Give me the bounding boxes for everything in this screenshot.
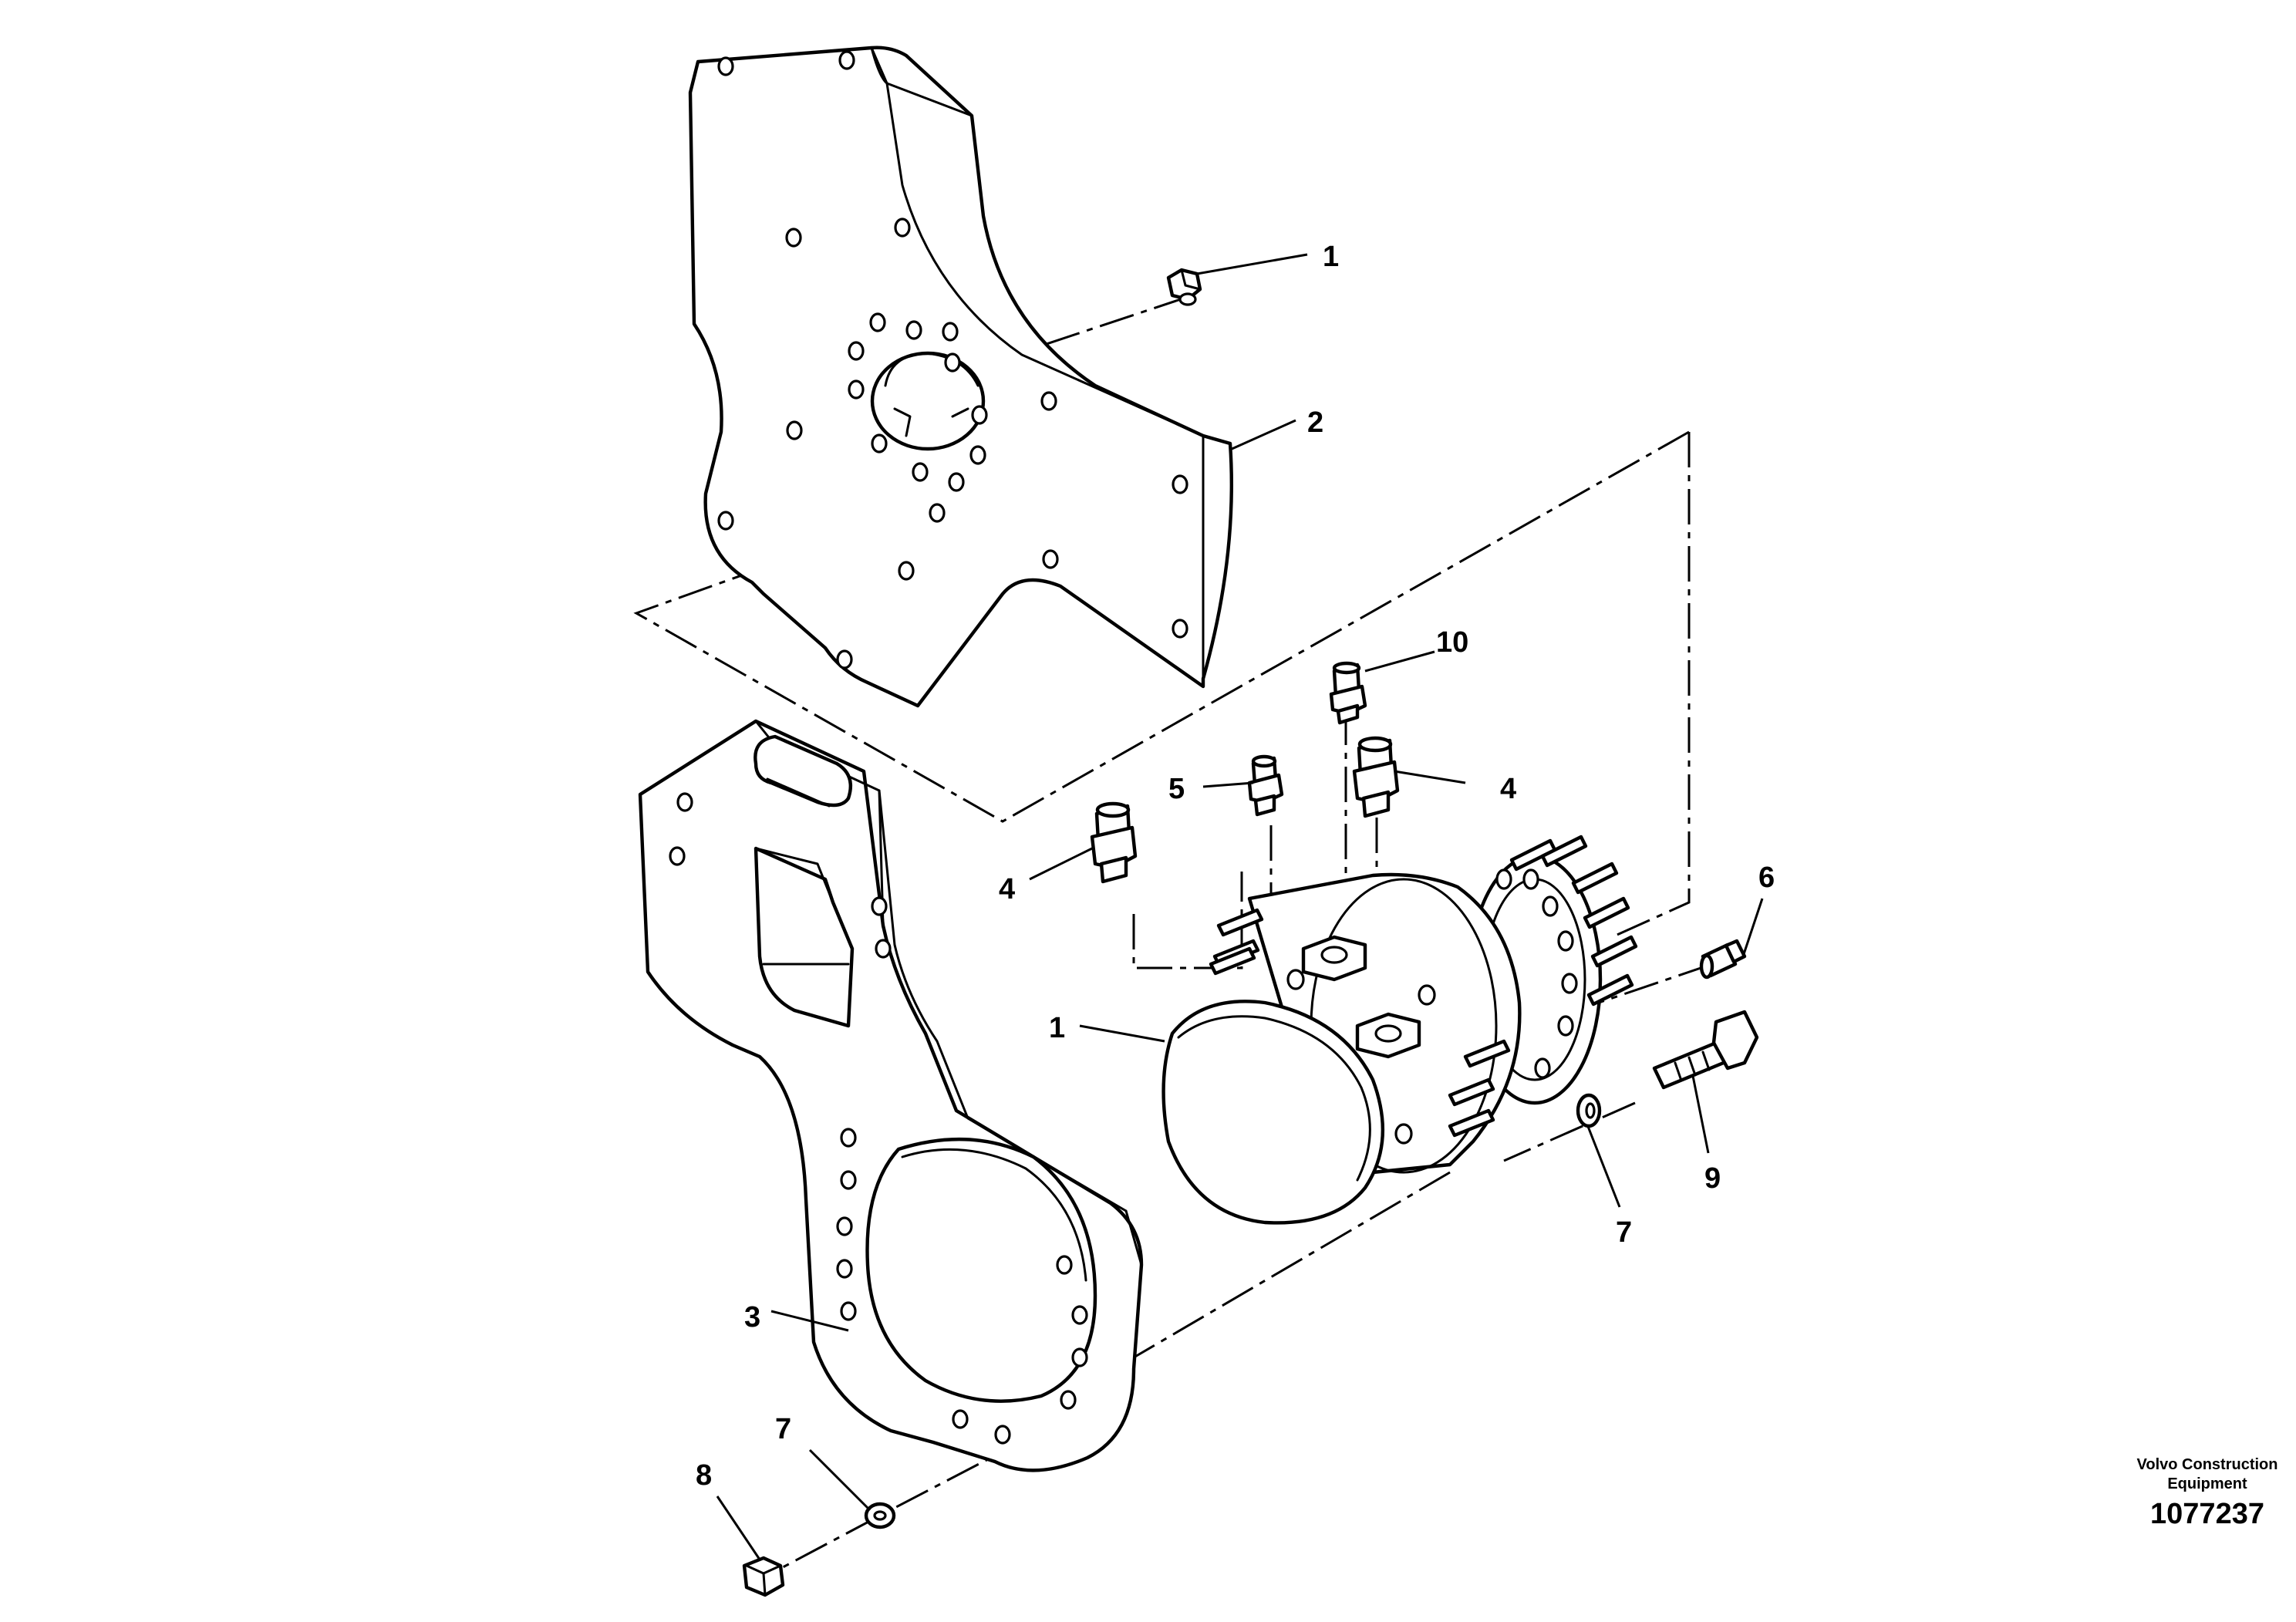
alignment-lines — [633, 295, 1713, 1575]
part-3-bracket — [638, 719, 1144, 1472]
part-9-bolt — [1652, 1010, 1759, 1090]
callout-10: 10 — [1436, 626, 1468, 659]
part-4-fitting-left — [1090, 801, 1138, 884]
callout-4-right: 4 — [1500, 773, 1516, 805]
callout-7-right: 7 — [1616, 1216, 1632, 1249]
part-7-washer-right — [1576, 1093, 1602, 1128]
brand-line-2: Equipment — [2167, 1475, 2247, 1492]
part-1-motor — [1161, 835, 1638, 1225]
callout-7-bottom: 7 — [775, 1413, 791, 1445]
part-4-fitting-right — [1352, 736, 1400, 818]
brand-line-1: Volvo Construction — [2137, 1456, 2278, 1473]
part-8-nut — [742, 1556, 785, 1597]
callout-5: 5 — [1168, 773, 1185, 805]
callout-1-motor: 1 — [1049, 1012, 1065, 1044]
callout-1-top: 1 — [1323, 241, 1339, 273]
callout-9: 9 — [1704, 1162, 1721, 1195]
part-5-fitting — [1247, 754, 1284, 817]
part-2-plate — [688, 46, 1234, 708]
callout-4-left: 4 — [999, 873, 1015, 905]
callout-8: 8 — [696, 1459, 712, 1492]
footer-brand: Volvo Construction Equipment 1077237 — [2137, 1456, 2278, 1530]
part-7-washer-bottom — [864, 1502, 896, 1529]
callout-3: 3 — [744, 1301, 760, 1334]
leader-lines — [716, 253, 1764, 1560]
callout-6: 6 — [1758, 862, 1775, 894]
document-number: 1077237 — [2150, 1498, 2264, 1530]
part-1-nut-top — [1166, 268, 1202, 306]
part-10-fitting — [1329, 661, 1367, 725]
callout-labels: 1 2 10 5 4 4 6 1 9 7 3 7 8 — [696, 241, 1775, 1492]
callout-2: 2 — [1307, 406, 1323, 439]
part-6-fitting — [1699, 939, 1747, 980]
